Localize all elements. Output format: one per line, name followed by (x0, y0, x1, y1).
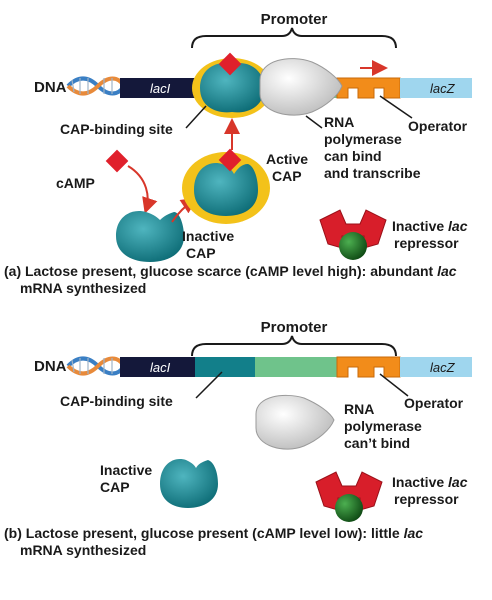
lacz-label-a: lacZ (430, 81, 456, 96)
inactive-cap-label-b-2: CAP (100, 479, 130, 495)
repressor-label-b-2: repressor (394, 491, 459, 507)
dna-helix-b (66, 356, 126, 376)
rna-pol-label-a-1: RNA (324, 114, 354, 130)
operator-label-a: Operator (408, 118, 468, 134)
cap-binding-site-label-b: CAP-binding site (60, 393, 173, 409)
promoter-label-b: Promoter (261, 319, 328, 336)
caption-a-line1: (a) Lactose present, glucose scarce (cAM… (4, 263, 457, 279)
lacz-gene-b (400, 357, 472, 377)
rna-pol-pointer-a (305, 115, 323, 129)
rna-pol-label-a-2: polymerase (324, 131, 402, 147)
active-cap (194, 163, 258, 216)
laci-label-b: lacI (150, 360, 171, 375)
dna-helix-a (66, 76, 126, 96)
rna-pol-label-b-1: RNA (344, 401, 374, 417)
bound-cap (200, 63, 264, 113)
operator-pointer-a (379, 95, 413, 119)
panel-a: Promoter DNA lacI lacZ CAP-binding site … (4, 11, 472, 296)
repressor-label-a-2: repressor (394, 235, 459, 251)
dna-label-a: DNA (34, 79, 67, 96)
operator-pointer-b (379, 373, 409, 397)
inactive-repressor-a (319, 209, 387, 260)
caption-a-line2: mRNA synthesized (20, 280, 146, 296)
promoter-label-a: Promoter (261, 11, 328, 28)
operator-segment-b (336, 356, 401, 378)
operator-label-b: Operator (404, 395, 464, 411)
laci-gene-a (120, 78, 195, 98)
inactive-repressor-b (315, 471, 383, 522)
rna-polymerase-a (259, 58, 343, 116)
operator-segment-a (336, 77, 401, 99)
promoter-brace-b (191, 335, 397, 357)
dna-label-b: DNA (34, 358, 67, 375)
lacz-gene-a (400, 78, 472, 98)
inactive-cap-a (116, 211, 184, 262)
rna-pol-label-b-2: polymerase (344, 418, 422, 434)
inactive-cap-label-a-1: Inactive (182, 228, 234, 244)
cap-binding-site-label-a: CAP-binding site (60, 121, 173, 137)
inactive-cap-label-b-1: Inactive (100, 462, 152, 478)
panel-b: Promoter DNA lacI lacZ CAP-binding site … (4, 319, 472, 558)
repressor-label-b-1: Inactive lac (392, 474, 468, 490)
caption-b-line1: (b) Lactose present, glucose present (cA… (4, 525, 423, 541)
rna-pol-label-b-3: can’t bind (344, 435, 410, 451)
camp-label: cAMP (56, 175, 95, 191)
promoter-brace-a (191, 27, 397, 49)
laci-label-a: lacI (150, 81, 171, 96)
inactive-cap-b (160, 459, 218, 508)
repressor-label-a-1: Inactive lac (392, 218, 468, 234)
lacz-label-b: lacZ (430, 360, 456, 375)
cap-binding-site-b (195, 357, 255, 377)
laci-gene-b (120, 357, 195, 377)
active-cap-label-2: CAP (272, 168, 302, 184)
camp-diamond (105, 149, 129, 173)
rna-pol-label-a-3: can bind (324, 148, 382, 164)
promoter-segment-b (255, 357, 337, 377)
caption-b-line2: mRNA synthesized (20, 542, 146, 558)
active-cap-label-1: Active (266, 151, 308, 167)
inactive-cap-label-a-2: CAP (186, 245, 216, 261)
camp-arrow (127, 165, 158, 214)
cap-binding-pointer-b (195, 371, 223, 399)
cap-binding-pointer-a (185, 105, 207, 129)
rna-pol-label-a-4: and transcribe (324, 165, 421, 181)
rna-polymerase-b (255, 394, 335, 450)
